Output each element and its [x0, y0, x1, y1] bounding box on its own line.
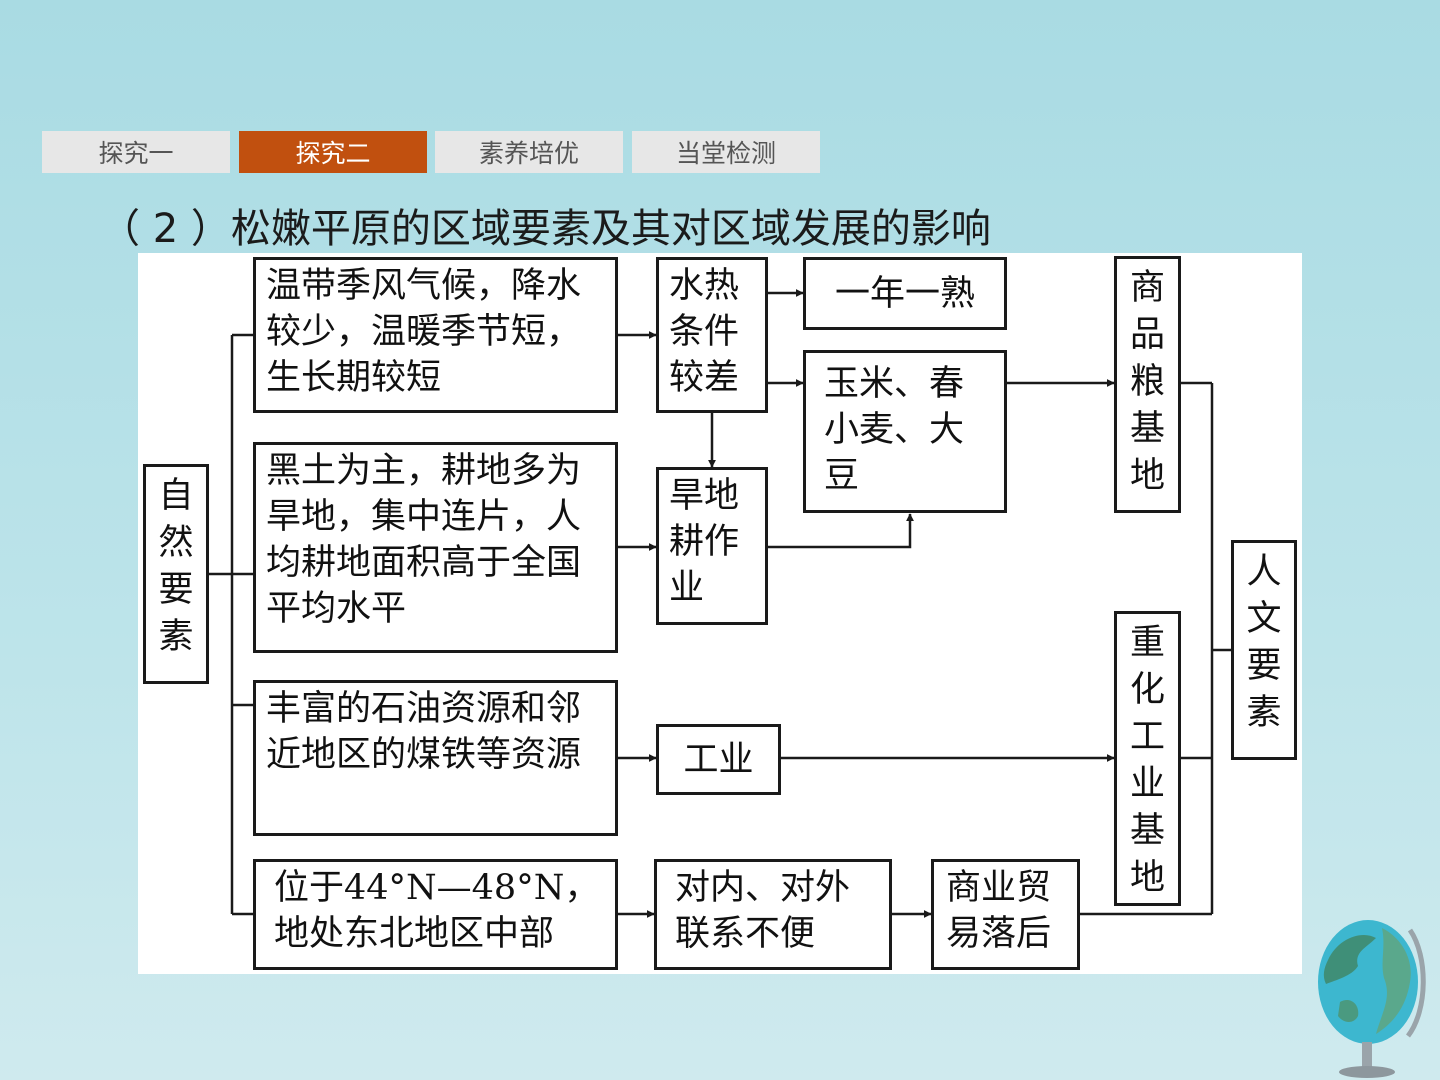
tab-class-test[interactable]: 当堂检测 — [632, 131, 820, 173]
connector-lines — [208, 289, 1231, 918]
tab-literacy[interactable]: 素养培优 — [435, 131, 623, 173]
transport-box: 对内、对外联系不便 — [654, 859, 892, 970]
heavy-industry-base-label: 重化工业基地 — [1130, 623, 1166, 898]
grain-base-box: 商品粮基地 — [1114, 256, 1181, 513]
one-crop-box: 一年一熟 — [803, 257, 1007, 330]
natural-factors-box: 自然要素 — [143, 464, 209, 684]
natural-factors-label: 自然要素 — [158, 476, 194, 657]
tab-explore-1[interactable]: 探究一 — [42, 131, 230, 173]
climate-box: 温带季风气候，降水较少，温暖季节短，生长期较短 — [253, 257, 618, 413]
tab-explore-2[interactable]: 探究二 — [239, 131, 427, 173]
flow-diagram: 自然要素 温带季风气候，降水较少，温暖季节短，生长期较短 黑土为主，耕地多为旱地… — [138, 253, 1302, 974]
page-title: （ 2 ）松嫩平原的区域要素及其对区域发展的影响 — [100, 206, 991, 252]
soil-box: 黑土为主，耕地多为旱地，集中连片，人均耕地面积高于全国平均水平 — [253, 442, 618, 653]
human-factors-label: 人文要素 — [1246, 552, 1282, 733]
dryland-box: 旱地耕作业 — [656, 467, 768, 625]
heat-water-box: 水热条件较差 — [656, 257, 768, 413]
trade-box: 商业贸易落后 — [931, 859, 1080, 970]
industry-box: 工业 — [656, 724, 781, 795]
location-box: 位于44°N—48°N，地处东北地区中部 — [253, 859, 618, 970]
crops-box: 玉米、春小麦、大豆 — [803, 350, 1007, 513]
heavy-industry-base-box: 重化工业基地 — [1114, 611, 1181, 906]
grain-base-label: 商品粮基地 — [1130, 268, 1166, 496]
globe-icon — [1318, 920, 1426, 1078]
human-factors-box: 人文要素 — [1231, 540, 1297, 760]
resources-box: 丰富的石油资源和邻近地区的煤铁等资源 — [253, 680, 618, 836]
